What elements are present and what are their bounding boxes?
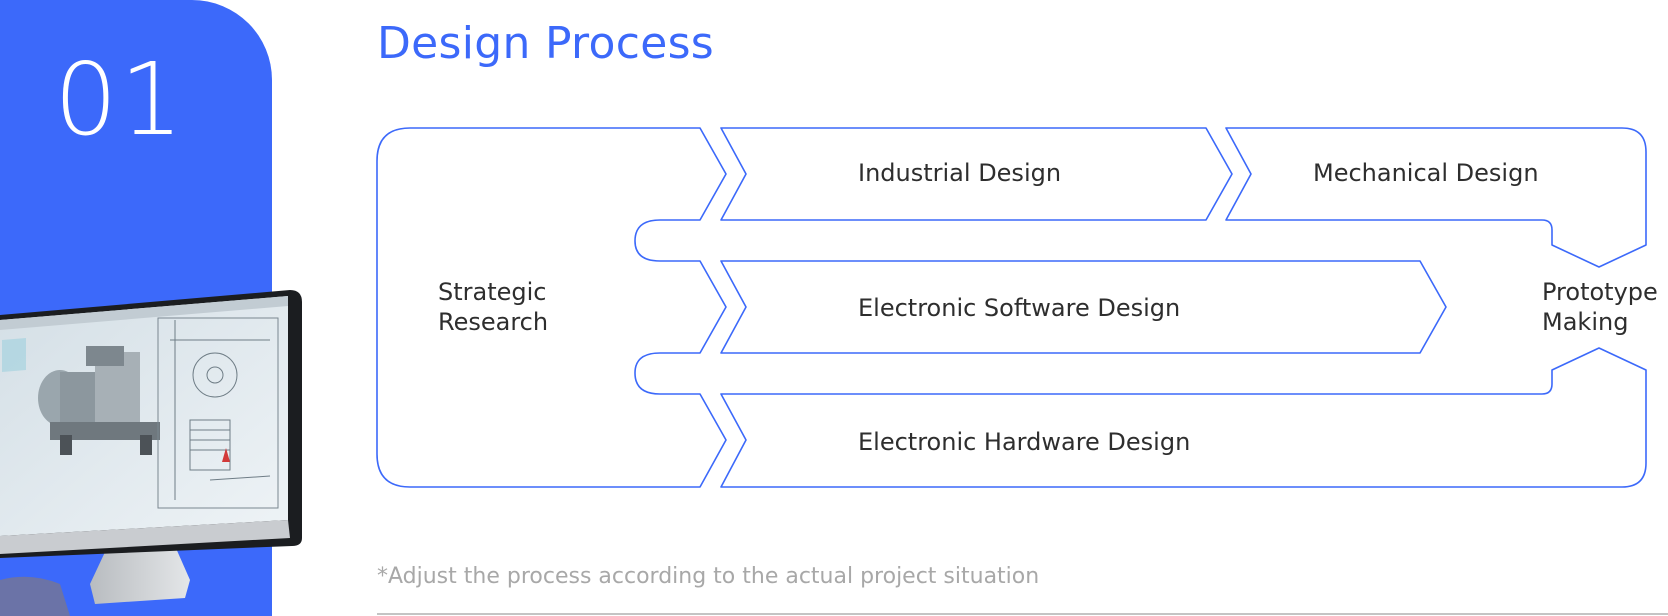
stage-strategic-research-line-1: Strategic xyxy=(438,278,547,306)
bottom-divider xyxy=(377,613,1668,615)
computer-monitor-cad-illustration xyxy=(0,290,302,616)
footnote: *Adjust the process according to the act… xyxy=(377,564,1040,589)
stage-strategic-research-line-2: Research xyxy=(438,308,549,336)
electronic-software-design-shape xyxy=(720,260,1447,354)
page-title: Design Process xyxy=(377,18,715,69)
stage-electronic-hardware-design: Electronic Hardware Design xyxy=(858,428,1191,456)
stage-strategic-research: Strategic Research xyxy=(438,277,548,337)
stage-industrial-design: Industrial Design xyxy=(858,159,1062,187)
stage-prototype-making: Prototype Making xyxy=(1542,277,1658,337)
stage-mechanical-design: Mechanical Design xyxy=(1313,159,1539,187)
industrial-design-shape xyxy=(720,127,1233,221)
strategic-research-shape xyxy=(376,127,727,488)
mechanical-design-shape xyxy=(1225,127,1647,268)
section-number: 01 xyxy=(54,41,186,158)
stage-electronic-software-design: Electronic Software Design xyxy=(858,294,1181,322)
stage-prototype-making-line-2: Making xyxy=(1542,308,1629,336)
stage-prototype-making-line-1: Prototype xyxy=(1542,278,1658,306)
electronic-hardware-design-shape xyxy=(720,347,1647,488)
